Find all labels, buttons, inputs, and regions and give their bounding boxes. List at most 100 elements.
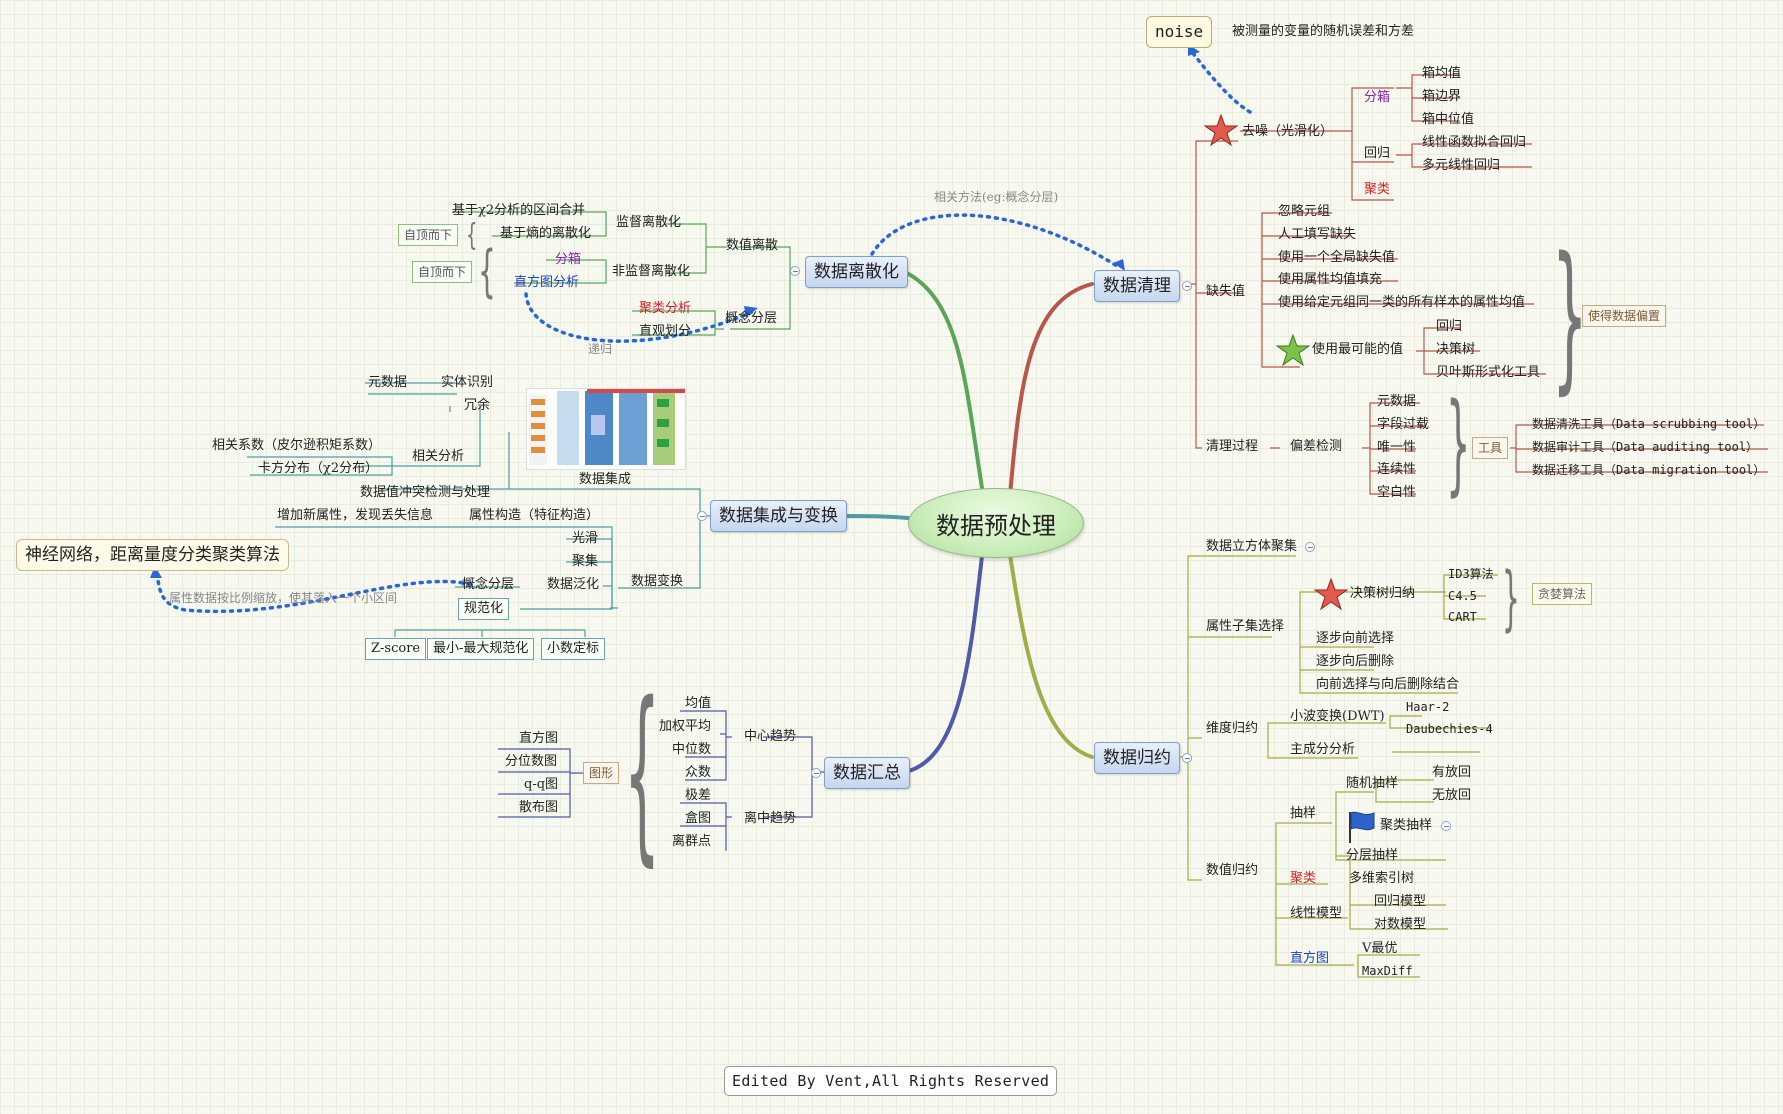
dtree-c45[interactable]: C4.5	[1448, 589, 1477, 603]
random-without-replacement[interactable]: 无放回	[1432, 788, 1472, 803]
dtree-cart[interactable]: CART	[1448, 610, 1477, 624]
collapse-toggle[interactable]	[811, 768, 821, 778]
probable-decision-tree[interactable]: 决策树	[1436, 342, 1476, 357]
missing-manual[interactable]: 人工填写缺失	[1278, 227, 1357, 242]
correlation-chi2[interactable]: 卡方分布（χ2分布）	[258, 461, 379, 476]
clustering-node[interactable]: 聚类	[1364, 182, 1391, 197]
topic-data-cleaning[interactable]: 数据清理	[1094, 270, 1180, 302]
data-integration-node[interactable]: 数据集成	[579, 472, 632, 487]
deviation-uniqueness[interactable]: 唯一性	[1377, 440, 1417, 455]
graphics-histogram[interactable]: 直方图	[519, 731, 559, 746]
missing-values-node[interactable]: 缺失值	[1206, 284, 1246, 299]
concept-hierarchy-node[interactable]: 概念分层	[725, 311, 778, 326]
wavelet-transform[interactable]: 小波变换(DWT)	[1290, 709, 1385, 724]
missing-global[interactable]: 使用一个全局缺失值	[1278, 250, 1396, 265]
deviation-blank[interactable]: 空白性	[1377, 485, 1417, 500]
graphics-qq[interactable]: q-q图	[524, 777, 559, 792]
supervised-entropy[interactable]: 基于熵的离散化	[500, 226, 592, 241]
stratified-sampling[interactable]: 分层抽样	[1346, 848, 1399, 863]
collapse-toggle[interactable]	[1182, 753, 1192, 763]
central-mode[interactable]: 众数	[685, 765, 712, 780]
expand-toggle[interactable]	[1305, 542, 1315, 552]
central-mean[interactable]: 均值	[685, 696, 712, 711]
linear-regression-model[interactable]: 回归模型	[1374, 894, 1427, 909]
missing-mean[interactable]: 使用属性均值填充	[1278, 272, 1383, 287]
topic-data-summary[interactable]: 数据汇总	[824, 757, 910, 789]
topic-data-discretization[interactable]: 数据离散化	[805, 256, 908, 288]
data-cube-aggregation[interactable]: 数据立方体聚集	[1206, 539, 1298, 554]
unsupervised-discretization-node[interactable]: 非监督离散化	[612, 264, 691, 279]
normalize-zscore[interactable]: Z-score	[365, 638, 427, 660]
wavelet-daubechies[interactable]: Daubechies-4	[1406, 722, 1493, 736]
histogram-node[interactable]: 直方图	[1290, 951, 1330, 966]
binning-node[interactable]: 分箱	[1364, 90, 1391, 105]
deviation-detection-node[interactable]: 偏差检测	[1290, 439, 1343, 454]
expand-toggle[interactable]	[1441, 821, 1451, 831]
data-transform-node[interactable]: 数据变换	[631, 574, 684, 589]
normalize-minmax[interactable]: 最小-最大规范化	[427, 638, 535, 660]
graphics-quantile[interactable]: 分位数图	[505, 754, 558, 769]
missing-ignore[interactable]: 忽略元组	[1278, 204, 1331, 219]
entity-metadata[interactable]: 元数据	[368, 375, 408, 390]
normalization-node[interactable]: 规范化	[458, 598, 510, 620]
concept-intuitive-partition[interactable]: 直观划分	[639, 324, 692, 339]
dtree-id3[interactable]: ID3算法	[1448, 567, 1494, 581]
deviation-continuity[interactable]: 连续性	[1377, 462, 1417, 477]
cluster-sampling[interactable]: 聚类抽样	[1380, 818, 1433, 833]
attribute-subset-node[interactable]: 属性子集选择	[1206, 619, 1285, 634]
redundancy-node[interactable]: 冗余	[464, 398, 491, 413]
deviation-metadata[interactable]: 元数据	[1377, 394, 1417, 409]
transform-aggregation[interactable]: 聚集	[572, 554, 599, 569]
topic-data-reduction[interactable]: 数据归约	[1094, 742, 1180, 774]
root-topic[interactable]: 数据预处理	[908, 488, 1084, 558]
bin-mean[interactable]: 箱均值	[1422, 66, 1462, 81]
regression-node[interactable]: 回归	[1364, 146, 1391, 161]
central-median[interactable]: 中位数	[672, 742, 712, 757]
topic-data-integration[interactable]: 数据集成与变换	[710, 500, 847, 532]
sampling-node[interactable]: 抽样	[1290, 806, 1317, 821]
histogram-maxdiff[interactable]: MaxDiff	[1362, 964, 1413, 978]
smoothing-node[interactable]: 去噪（光滑化）	[1242, 124, 1334, 139]
concept-cluster-analysis[interactable]: 聚类分析	[639, 301, 692, 316]
central-weighted[interactable]: 加权平均	[659, 719, 712, 734]
graphics-scatter[interactable]: 散布图	[519, 800, 559, 815]
unsupervised-histogram[interactable]: 直方图分析	[514, 275, 580, 290]
probable-bayes[interactable]: 贝叶斯形式化工具	[1436, 365, 1541, 380]
bin-median[interactable]: 箱中位值	[1422, 112, 1475, 127]
generalization-concept[interactable]: 概念分层	[462, 577, 515, 592]
decision-tree-induction[interactable]: 决策树归纳	[1350, 586, 1416, 601]
dispersion-outlier[interactable]: 离群点	[672, 834, 712, 849]
tool-auditing[interactable]: 数据审计工具（Data auditing tool）	[1532, 440, 1759, 454]
dispersion-node[interactable]: 离中趋势	[744, 811, 797, 826]
multi-dim-index-tree[interactable]: 多维索引树	[1349, 871, 1415, 886]
construction-note[interactable]: 增加新属性，发现丢失信息	[277, 508, 434, 523]
missing-class-mean[interactable]: 使用给定元组同一类的所有样本的属性均值	[1278, 295, 1526, 310]
graphics-node[interactable]: 图形	[583, 762, 620, 784]
subset-forward[interactable]: 逐步向前选择	[1316, 631, 1395, 646]
wavelet-haar[interactable]: Haar-2	[1406, 700, 1450, 714]
tool-scrubbing[interactable]: 数据清洗工具（Data scrubbing tool）	[1532, 417, 1766, 431]
random-sampling[interactable]: 随机抽样	[1346, 776, 1399, 791]
correlation-analysis-node[interactable]: 相关分析	[412, 449, 465, 464]
regression-linear[interactable]: 线性函数拟合回归	[1422, 135, 1527, 150]
bin-boundary[interactable]: 箱边界	[1422, 89, 1462, 104]
tool-migration[interactable]: 数据迁移工具（Data migration tool）	[1532, 463, 1766, 477]
transform-smoothing[interactable]: 光滑	[572, 531, 599, 546]
data-conflict-detection[interactable]: 数据值冲突检测与处理	[360, 485, 491, 500]
entity-identification[interactable]: 实体识别	[441, 375, 494, 390]
collapse-toggle[interactable]	[1182, 281, 1192, 291]
deviation-field-overload[interactable]: 字段过载	[1377, 417, 1430, 432]
linear-model-node[interactable]: 线性模型	[1290, 906, 1343, 921]
normalize-decimal[interactable]: 小数定标	[541, 638, 606, 660]
subset-combined[interactable]: 向前选择与向后删除结合	[1316, 677, 1460, 692]
central-tendency-node[interactable]: 中心趋势	[744, 729, 797, 744]
supervised-discretization-node[interactable]: 监督离散化	[616, 215, 682, 230]
histogram-v-optimal[interactable]: V最优	[1362, 941, 1398, 956]
numeric-discretization-node[interactable]: 数值离散	[726, 238, 779, 253]
subset-backward[interactable]: 逐步向后删除	[1316, 654, 1395, 669]
collapse-toggle[interactable]	[790, 266, 800, 276]
clustering-node[interactable]: 聚类	[1290, 871, 1317, 886]
most-probable-node[interactable]: 使用最可能的值	[1312, 342, 1404, 357]
random-with-replacement[interactable]: 有放回	[1432, 765, 1472, 780]
collapse-toggle[interactable]	[697, 511, 707, 521]
